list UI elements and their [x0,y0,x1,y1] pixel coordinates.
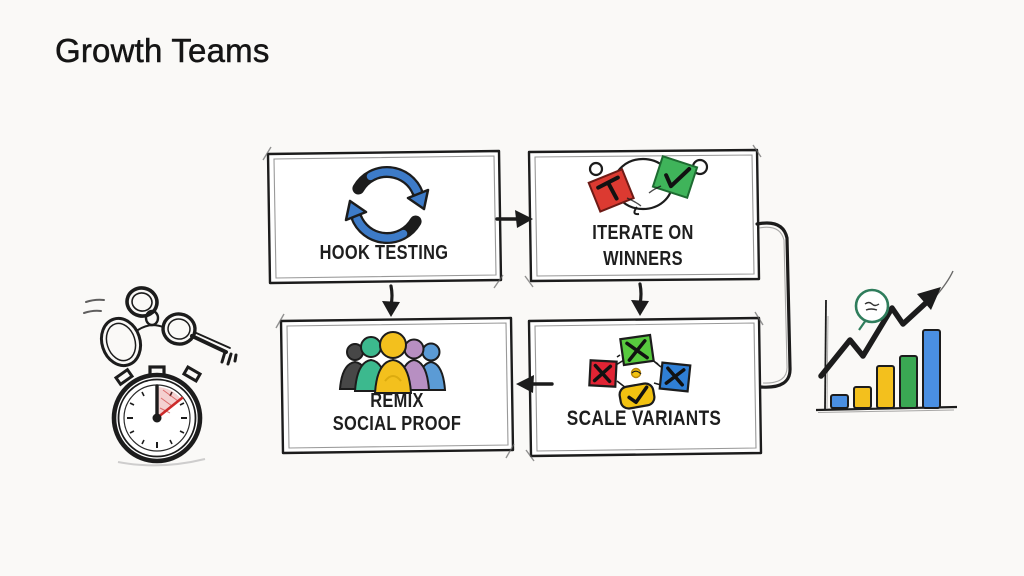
chart-bar-3 [876,365,895,409]
scale-line1: SCALE VARIANTS [566,407,722,430]
green-variant-square [619,333,655,367]
person-blue [415,342,447,391]
iterate-on-winners-label: ITERATE ON WINNERS [557,220,729,272]
page-title: Growth Teams [55,32,270,70]
arrow-right-hook-to-iterate [495,210,533,228]
bracket-connector-right [755,221,792,389]
arrow-down-hook-to-remix [382,284,400,317]
green-tag [651,154,699,200]
remix-line1: REMIX [370,390,424,412]
scale-variants-label: SCALE VARIANTS [557,407,731,431]
iterate-line2: WINNERS [603,248,683,270]
trend-zigzag-arrow [818,298,931,379]
red-variant-square [588,359,618,388]
speech-bubble-scribble [854,288,890,331]
stopwatch-doodle [111,364,206,467]
variant-squares-icon [588,333,692,410]
flow-box-iterate-frame [524,144,762,288]
arrow-down-iterate-to-scale [631,282,649,316]
chart-bar-2 [853,386,872,409]
person-yellow [373,331,413,394]
remix-line2: SOCIAL PROOF [332,413,462,435]
blue-variant-square [658,361,692,393]
chart-bar-1 [830,394,849,409]
hook-testing-line1: HOOK TESTING [319,242,449,264]
arrow-left-scale-to-remix [516,375,554,393]
red-tag [587,168,635,213]
keychain-doodle [83,286,238,368]
growth-bar-chart-doodle [815,270,958,413]
people-group-icon [338,331,447,394]
hook-testing-label: HOOK TESTING [297,241,471,265]
cycle-arrows-icon [344,166,430,244]
chart-bar-4 [899,355,918,409]
remix-social-proof-label: REMIX SOCIAL PROOF [310,390,484,436]
iterate-line1: ITERATE ON [592,222,694,244]
chart-bar-5 [922,329,941,409]
growth-chart-bars [830,329,941,409]
yellow-variant-square [618,382,656,410]
red-green-tags-icon [587,154,709,216]
flow-box-hook-testing-frame [262,146,504,289]
